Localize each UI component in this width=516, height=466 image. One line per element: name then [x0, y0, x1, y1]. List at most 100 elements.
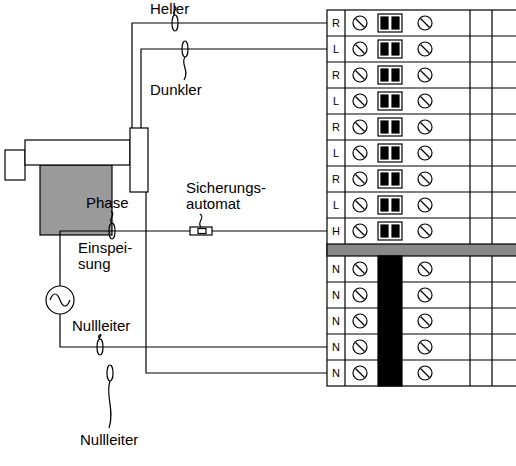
bridge-socket	[378, 196, 402, 214]
bridge-pin	[392, 43, 399, 55]
terminal-screw	[353, 68, 367, 82]
leader-line	[109, 381, 111, 428]
wire-marker	[182, 41, 188, 57]
cell-divider	[469, 256, 470, 282]
terminal-screw	[418, 42, 432, 56]
terminal-screw	[353, 172, 367, 186]
terminal-letter: L	[328, 43, 344, 55]
screw-slot	[421, 97, 430, 106]
bridge-socket	[378, 14, 402, 32]
terminal-screw	[418, 146, 432, 160]
leader-line	[184, 57, 186, 80]
cell-divider	[344, 140, 345, 166]
screw-slot	[356, 175, 365, 184]
cell-divider	[344, 36, 345, 62]
terminal-letter: N	[328, 289, 344, 301]
row-divider	[327, 61, 516, 62]
screw-slot	[421, 71, 430, 80]
cell-divider	[344, 282, 345, 308]
cell-divider	[344, 88, 345, 114]
cell-divider	[344, 218, 345, 244]
cell-divider	[491, 192, 492, 218]
bridge-pin	[381, 17, 388, 29]
motor-head	[130, 128, 148, 192]
cell-divider	[469, 218, 470, 244]
terminal-screw	[353, 198, 367, 212]
cell-divider	[469, 88, 470, 114]
terminal-screw	[418, 262, 432, 276]
wire-label: Dunkler	[150, 82, 240, 98]
wire-label: Einspei- sung	[78, 240, 140, 272]
motor-tube	[25, 140, 130, 165]
terminal-letter: R	[328, 69, 344, 81]
cell-divider	[491, 308, 492, 334]
screw-slot	[421, 369, 430, 378]
terminal-letter: L	[328, 199, 344, 211]
leader-line	[99, 335, 101, 339]
row-divider	[327, 87, 516, 88]
bridge-socket	[378, 170, 402, 188]
wire-marker	[97, 339, 103, 355]
terminal-screw	[418, 120, 432, 134]
cell-divider	[469, 140, 470, 166]
bridge-pin	[381, 225, 388, 237]
screw-slot	[421, 291, 430, 300]
row-divider	[327, 307, 516, 308]
screw-slot	[356, 19, 365, 28]
wire-marker	[172, 15, 178, 31]
wire-neutral-motor	[146, 192, 327, 373]
screw-slot	[356, 201, 365, 210]
screw-slot	[356, 291, 365, 300]
terminal-screw	[353, 42, 367, 56]
wire-neutral-supply	[60, 314, 327, 347]
terminal-letter: N	[328, 315, 344, 327]
terminal-screw	[418, 366, 432, 380]
terminal-letter: R	[328, 17, 344, 29]
row-divider	[327, 359, 516, 360]
wire-dunkler	[141, 49, 327, 128]
cell-divider	[491, 140, 492, 166]
cell-divider	[491, 218, 492, 244]
cell-divider	[344, 308, 345, 334]
cell-divider	[491, 166, 492, 192]
wire-label: Phase	[86, 195, 146, 211]
terminal-letter: N	[328, 367, 344, 379]
cell-divider	[491, 10, 492, 36]
terminal-screw	[353, 366, 367, 380]
bridge-pin	[392, 225, 399, 237]
cell-divider	[469, 192, 470, 218]
bridge-pin	[392, 199, 399, 211]
cell-divider	[491, 62, 492, 88]
terminal-letter: R	[328, 173, 344, 185]
terminal-screw	[353, 262, 367, 276]
terminal-letter: L	[328, 95, 344, 107]
cell-divider	[344, 62, 345, 88]
row-divider	[327, 165, 516, 166]
terminal-screw	[418, 288, 432, 302]
bridge-socket	[378, 92, 402, 110]
screw-slot	[356, 45, 365, 54]
bridge-pin	[392, 147, 399, 159]
terminal-screw	[418, 198, 432, 212]
cell-divider	[469, 166, 470, 192]
motor-end-cap	[5, 150, 25, 180]
bridge-pin	[392, 69, 399, 81]
row-divider	[327, 191, 516, 192]
cell-divider	[469, 308, 470, 334]
row-divider	[327, 35, 516, 36]
circuit-breaker-switch	[198, 229, 206, 234]
terminal-screw	[353, 120, 367, 134]
cell-divider	[491, 282, 492, 308]
terminal-screw	[418, 94, 432, 108]
bridge-socket	[378, 144, 402, 162]
cell-divider	[344, 334, 345, 360]
terminal-letter: H	[328, 225, 344, 237]
bridge-pin	[381, 43, 388, 55]
terminal-screw	[353, 16, 367, 30]
terminal-screw	[418, 340, 432, 354]
terminal-block	[327, 10, 516, 386]
screw-slot	[421, 227, 430, 236]
terminal-screw	[353, 94, 367, 108]
row-divider	[327, 281, 516, 282]
